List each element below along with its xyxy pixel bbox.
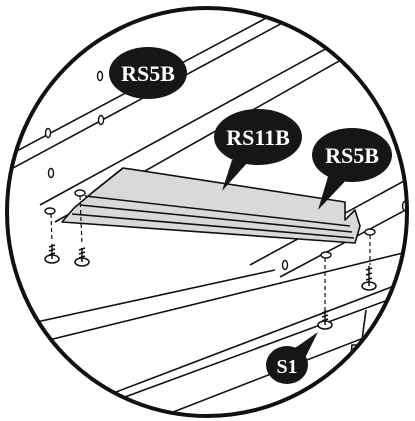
- center-bracket: [61, 167, 361, 244]
- label-rs5b-top: RS5B: [109, 47, 187, 99]
- magnifier-circle: [5, 6, 409, 418]
- label-rs5b-right: RS5B: [312, 128, 392, 210]
- screw-icon: [74, 247, 90, 267]
- screw-guides: [50, 195, 371, 312]
- label-rs5b-right-text: RS5B: [325, 143, 379, 168]
- mounting-holes: [44, 70, 407, 271]
- label-rs5b-top-text: RS5B: [121, 61, 175, 86]
- screw-icon: [317, 310, 333, 330]
- screw-icon: [44, 244, 60, 264]
- label-s1-text: S1: [276, 356, 297, 378]
- label-rs11b: RS11B: [214, 109, 302, 191]
- label-s1: S1: [266, 332, 318, 384]
- label-rs11b-text: RS11B: [226, 125, 290, 150]
- screw-icon: [361, 266, 377, 291]
